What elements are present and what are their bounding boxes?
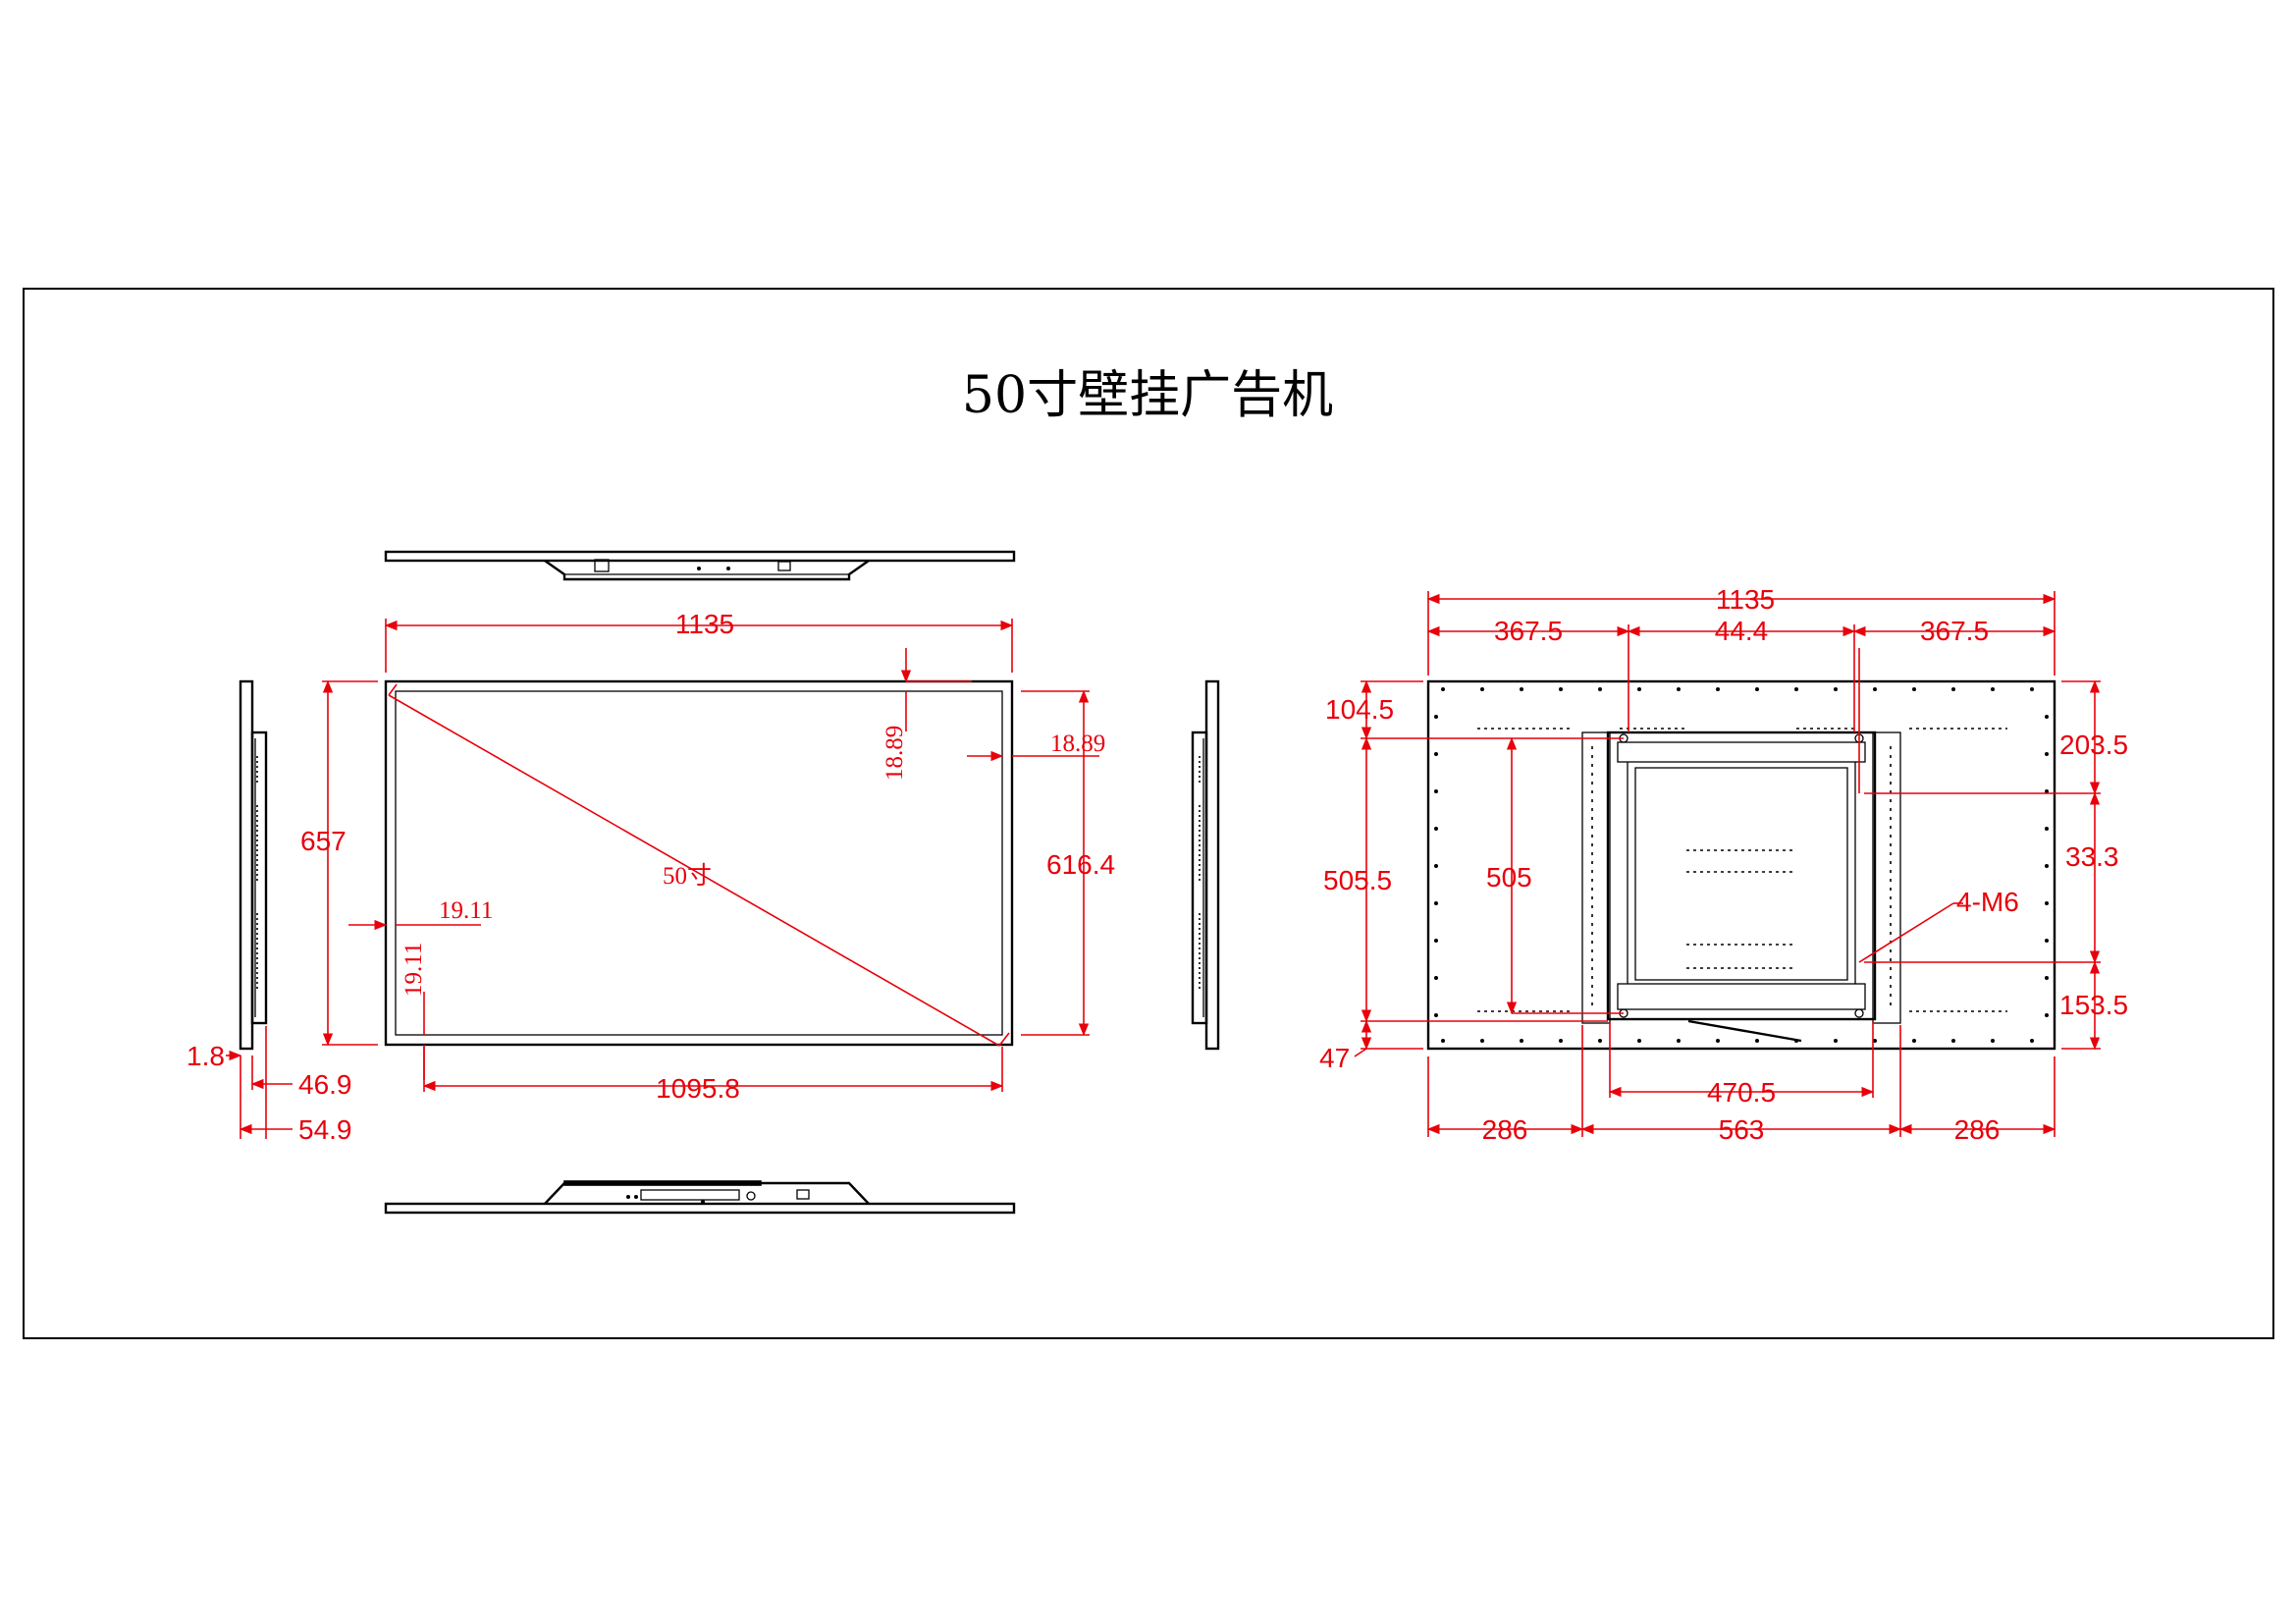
rear-panel-dot [1480, 687, 1484, 691]
rear-panel-dot [1637, 687, 1641, 691]
rear-panel-dot [1755, 1039, 1759, 1043]
screw-spec-label: 4-M6 [1956, 887, 2019, 917]
rear-bottom-center-label: 563 [1719, 1114, 1765, 1145]
border-left-label: 19.11 [439, 897, 493, 924]
rear-bottom-offset-label: 47 [1319, 1043, 1350, 1073]
rear-panel-dot [2045, 715, 2049, 719]
screen-height-label: 616.4 [1046, 849, 1115, 880]
rear-right-mid-label: 33.3 [2065, 841, 2119, 872]
rear-panel-dot [1434, 864, 1438, 868]
front-width-label: 1135 [675, 609, 734, 639]
rear-panel-dot [2045, 939, 2049, 943]
rear-panel-dot [1637, 1039, 1641, 1043]
rear-panel-dot [1559, 1039, 1563, 1043]
drawing-title: 50寸壁挂广告机 [962, 366, 1333, 425]
rear-panel-dot [1716, 687, 1720, 691]
rear-panel-dot [1434, 827, 1438, 831]
rear-panel-dot [2030, 1039, 2034, 1043]
rear-panel-dot [1716, 1039, 1720, 1043]
rear-panel-dot [1441, 1039, 1445, 1043]
rear-bottom-right-label: 286 [1954, 1114, 2001, 1145]
border-top-label: 18.89 [881, 726, 908, 781]
rear-panel-dot [2045, 864, 2049, 868]
front-dimensions [322, 619, 1099, 1092]
rear-panel-dot [1480, 1039, 1484, 1043]
rear-panel-dot [1912, 687, 1916, 691]
diagonal-label: 50寸 [663, 862, 712, 890]
rear-panel-dot [1434, 752, 1438, 756]
front-view [384, 679, 1014, 1047]
rear-panel-dot [1520, 687, 1523, 691]
rear-view [1426, 679, 2056, 1051]
rear-bracket-height-label: 505.5 [1323, 865, 1392, 895]
front-height-label: 657 [300, 826, 347, 856]
rear-panel-dot [1912, 1039, 1916, 1043]
rear-panel-dot [1598, 1039, 1602, 1043]
rear-panel-dot [1991, 1039, 1995, 1043]
border-right-label: 18.89 [1050, 731, 1105, 757]
rear-dimensions [1354, 591, 2101, 1137]
screen-width-label: 1095.8 [656, 1073, 740, 1104]
rear-hole-horizontal-label: 470.5 [1707, 1077, 1776, 1108]
bezel-label: 1.8 [187, 1041, 225, 1071]
rear-right-offset-label: 367.5 [1920, 616, 1989, 646]
rear-panel-dot [2045, 976, 2049, 980]
rear-panel-dot [1951, 687, 1955, 691]
rear-panel-dot [1434, 939, 1438, 943]
rear-panel-dot [2045, 752, 2049, 756]
rear-panel-dot [2045, 789, 2049, 793]
rear-panel-dot [1441, 687, 1445, 691]
left-side-view [226, 679, 293, 1139]
rear-panel-dot [1873, 1039, 1877, 1043]
rear-panel-dot [1434, 901, 1438, 905]
right-side-view [1191, 679, 1220, 1051]
rear-hole-vertical-label: 505 [1486, 862, 1532, 893]
rear-left-offset-label: 367.5 [1494, 616, 1563, 646]
border-bottom-label: 19.11 [400, 943, 427, 997]
rear-panel-dot [1434, 1013, 1438, 1017]
drawing-frame [23, 288, 2274, 1339]
rear-right-bottom-label: 153.5 [2059, 990, 2128, 1020]
bottom-view [384, 1180, 1016, 1215]
rear-panel-dot [1434, 715, 1438, 719]
rear-panel-dot [1991, 687, 1995, 691]
rear-center-gap-label: 44.4 [1715, 616, 1769, 646]
rear-panel-dot [2030, 687, 2034, 691]
rear-panel-dot [1794, 687, 1798, 691]
top-view [384, 550, 1016, 581]
rear-panel-dot [1834, 687, 1838, 691]
rear-panel-dot [1598, 687, 1602, 691]
rear-panel-dot [1520, 1039, 1523, 1043]
depth-inner-label: 46.9 [298, 1069, 352, 1100]
rear-panel-dot [1434, 976, 1438, 980]
rear-panel-dot [1873, 687, 1877, 691]
rear-panel-dot [1559, 687, 1563, 691]
depth-total-label: 54.9 [298, 1114, 352, 1145]
rear-width-label: 1135 [1716, 584, 1775, 615]
rear-panel-dot [2045, 901, 2049, 905]
rear-panel-dot [1677, 687, 1681, 691]
rear-panel-dot [1434, 789, 1438, 793]
rear-top-offset-label: 104.5 [1325, 694, 1394, 725]
rear-bottom-left-label: 286 [1482, 1114, 1528, 1145]
rear-panel-dot [1755, 687, 1759, 691]
rear-panel-dot [1677, 1039, 1681, 1043]
rear-panel-dot [2045, 827, 2049, 831]
rear-panel-dot [2045, 1013, 2049, 1017]
rear-panel-dot [1951, 1039, 1955, 1043]
rear-panel-dot [1834, 1039, 1838, 1043]
rear-right-top-label: 203.5 [2059, 730, 2128, 760]
